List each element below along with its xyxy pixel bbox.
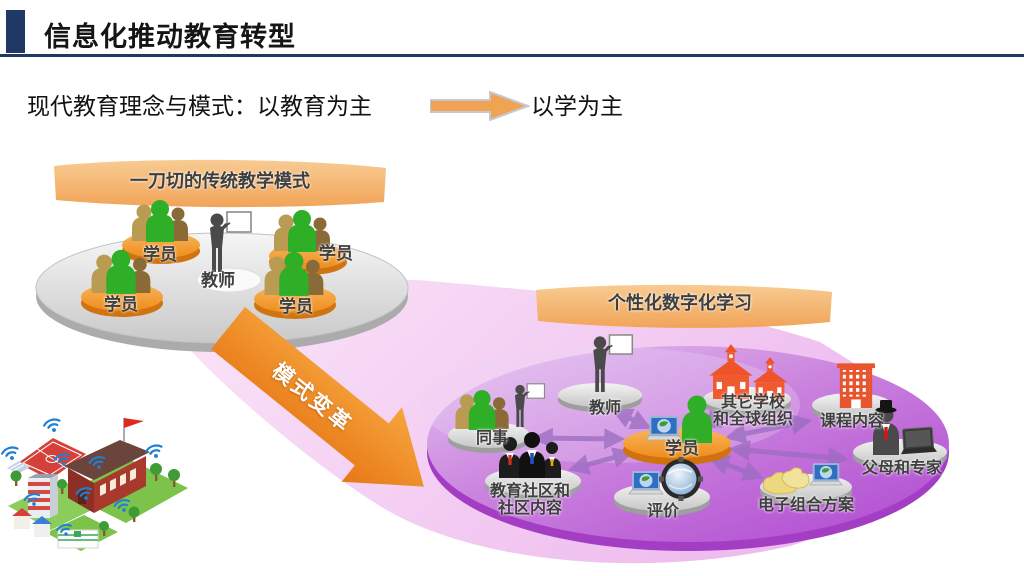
subtitle-text-left: 现代教育理念与模式：以教育为主 (27, 93, 372, 119)
laptop-icon (645, 415, 683, 441)
campus-illustration (0, 416, 188, 551)
node-label-parents-experts: 父母和专家 (861, 460, 943, 477)
node-label-community-line1: 教育社区和 (489, 483, 571, 500)
laptop-icon (809, 462, 843, 486)
node-label-student-hub: 学员 (665, 439, 699, 458)
student-person-icon (682, 395, 712, 443)
building-icon (837, 363, 875, 408)
teacher-label: 教师 (201, 271, 235, 290)
node-label-community: 教育社区和 社区内容 (490, 483, 570, 518)
node-label-other-schools: 其它学校 和全球组织 (713, 394, 793, 429)
title-accent-bar (6, 10, 25, 53)
student-label: 学员 (279, 297, 313, 316)
laptop-icon (628, 470, 664, 495)
traditional-model-banner (54, 159, 386, 208)
node-label-teacher: 教师 (588, 400, 622, 417)
student-label: 学员 (143, 245, 177, 264)
node-label-peers: 同事 (475, 430, 509, 447)
student-label: 学员 (104, 295, 138, 314)
personalized-learning-banner (536, 284, 832, 328)
subtitle-arrow-icon (430, 91, 530, 121)
node-label-evaluation: 评价 (646, 503, 680, 520)
subtitle-text-right: 以学为主 (531, 93, 623, 119)
dark-laptop-icon (901, 426, 937, 455)
title-underline (0, 54, 1024, 57)
slide-title: 信息化推动教育转型 (44, 22, 296, 52)
node-label-eportfolio: 电子组合方案 (757, 497, 855, 514)
node-label-community-line2: 社区内容 (497, 500, 563, 518)
teacher-disc (196, 267, 262, 293)
flag-icon (124, 418, 144, 428)
node-label-other-schools-line2: 和全球组织 (712, 411, 794, 429)
traditional-model-banner-label: 一刀切的传统教学模式 (130, 171, 310, 191)
node-label-course-content: 课程内容 (819, 413, 885, 430)
node-label-other-schools-line1: 其它学校 (720, 394, 786, 411)
transform-arrow (211, 307, 424, 487)
student-label: 学员 (319, 244, 353, 263)
personalized-learning-banner-label: 个性化数字化学习 (608, 293, 752, 313)
node-pedestal-teacher (558, 383, 642, 412)
